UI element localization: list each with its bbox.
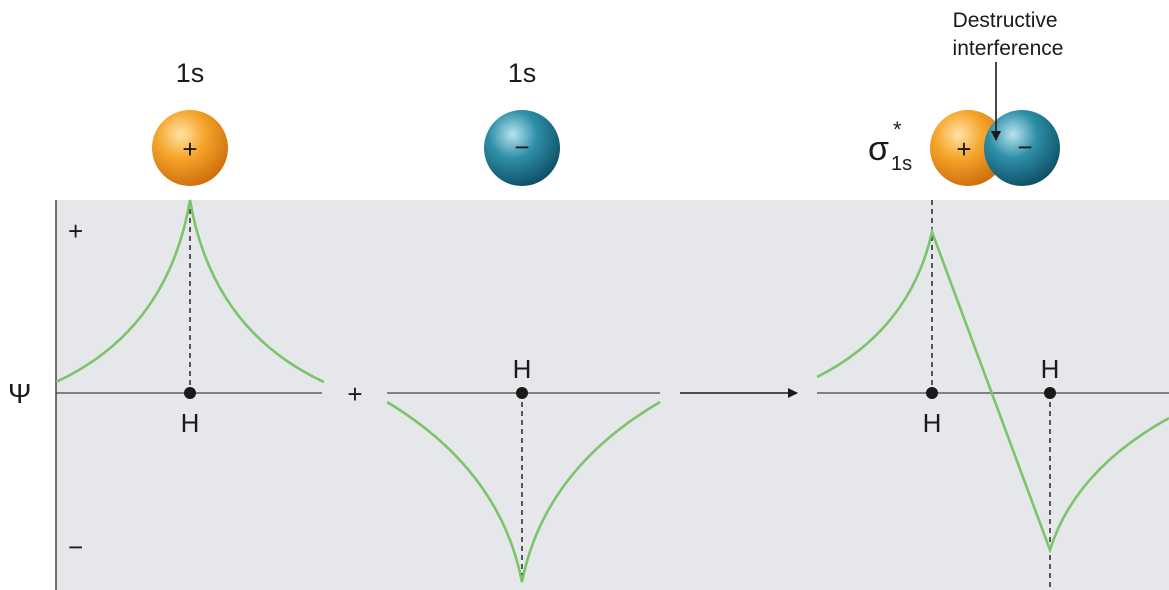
nucleus-dot-middle	[516, 387, 528, 399]
psi-axis-label: Ψ	[8, 378, 31, 409]
wavefunction-antibonding-curve	[816, 227, 1169, 555]
orbital-label-middle: 1s	[508, 58, 537, 88]
destructive-interference-annotation: Destructive interference	[953, 9, 1064, 60]
orbital-sign-minus: −	[514, 132, 529, 162]
nucleus-dot-left	[184, 387, 196, 399]
combine-plus-sign: +	[347, 379, 362, 409]
antibonding-sign-plus: +	[956, 134, 971, 164]
axis-minus-sign: −	[68, 532, 83, 562]
sigma-star-label: σ	[868, 130, 889, 168]
nucleus-dot-result-left	[926, 387, 938, 399]
nucleus-label-left: H	[181, 408, 200, 438]
nucleus-dot-result-right	[1044, 387, 1056, 399]
plot-panel	[56, 200, 1169, 590]
sigma-star-subscript: 1s	[891, 153, 912, 175]
orbital-sphere-positive	[152, 110, 228, 186]
sigma-star-superscript: *	[893, 117, 902, 142]
orbital-label-left: 1s	[176, 58, 205, 88]
orbital-sphere-negative	[484, 110, 560, 186]
nucleus-label-result-left: H	[923, 408, 942, 438]
orbital-sign-plus: +	[182, 134, 197, 164]
antibonding-sign-minus: −	[1017, 132, 1032, 162]
wavefunction-positive-curve	[55, 199, 325, 384]
axis-plus-sign: +	[68, 216, 83, 246]
antibonding-sphere-positive	[930, 110, 1006, 186]
antibonding-sphere-negative	[984, 110, 1060, 186]
nucleus-label-result-right: H	[1041, 354, 1060, 384]
nucleus-label-middle: H	[513, 354, 532, 384]
wavefunction-negative-curve	[386, 400, 661, 583]
